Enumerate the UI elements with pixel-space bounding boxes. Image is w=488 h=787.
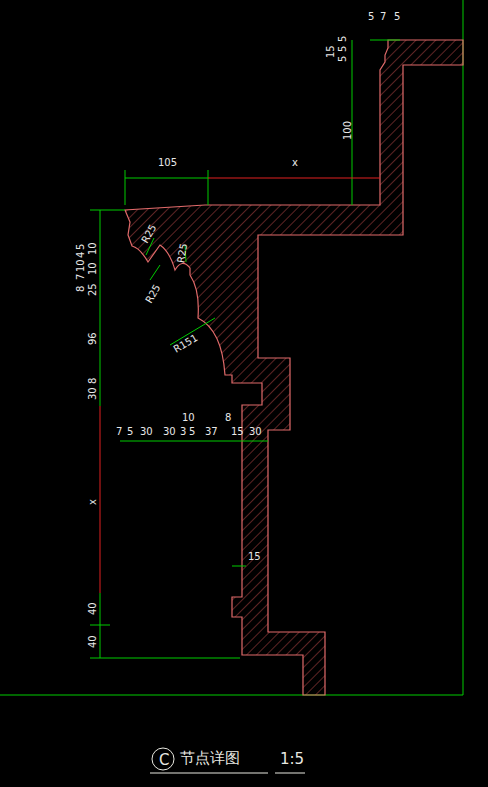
dimension-label: 96 (88, 332, 98, 345)
dimension-label: 40 (88, 602, 98, 615)
dimension-label: 4 (76, 252, 86, 258)
dimension-label: 7 (76, 274, 86, 280)
dimension-label: 25 (88, 283, 98, 296)
dimension-label: 8 (76, 286, 86, 292)
dimension-label: 5 (368, 12, 374, 22)
dimension-label: 7 (116, 427, 122, 437)
dimension-label: 105 (158, 158, 177, 168)
dimension-label: 5 (394, 12, 400, 22)
dimension-label: 7 (380, 12, 386, 22)
dimension-label: 15 (231, 427, 244, 437)
dimension-label: 8 (225, 413, 231, 423)
dimension-label: 5 (127, 427, 133, 437)
dimension-label: 1:5 (280, 752, 304, 767)
dimension-label: 10 (76, 259, 86, 272)
dimension-label: 30 (88, 387, 98, 400)
dimension-label: 15 (326, 45, 336, 58)
dimension-label: 5 (338, 36, 348, 42)
dimension-label: 8 (88, 378, 98, 384)
radius-label: R151 (172, 333, 200, 355)
dimension-label: 30 (163, 427, 176, 437)
dimension-label: 3 (180, 427, 186, 437)
dimension-label: 40 (88, 635, 98, 648)
radius-label: R25 (144, 283, 163, 305)
dimension-label: 5 (189, 427, 195, 437)
dimension-label: 100 (343, 121, 353, 140)
dimension-label: 10 (88, 242, 98, 255)
dimension-label: 10 (182, 413, 195, 423)
dimension-label: 5 (76, 244, 86, 250)
dimension-label: 5 (338, 56, 348, 62)
dimension-label: 30 (249, 427, 262, 437)
dimension-label: 30 (140, 427, 153, 437)
dimension-label: 15 (248, 552, 261, 562)
dimension-label: x (88, 499, 98, 505)
dimension-label: C (159, 753, 169, 768)
dimension-label: 10 (88, 262, 98, 275)
dimension-label: 37 (205, 427, 218, 437)
dimension-label: x (292, 158, 298, 168)
drawing-caption: 节点详图 (180, 751, 240, 766)
dimension-label: 5 (338, 46, 348, 52)
